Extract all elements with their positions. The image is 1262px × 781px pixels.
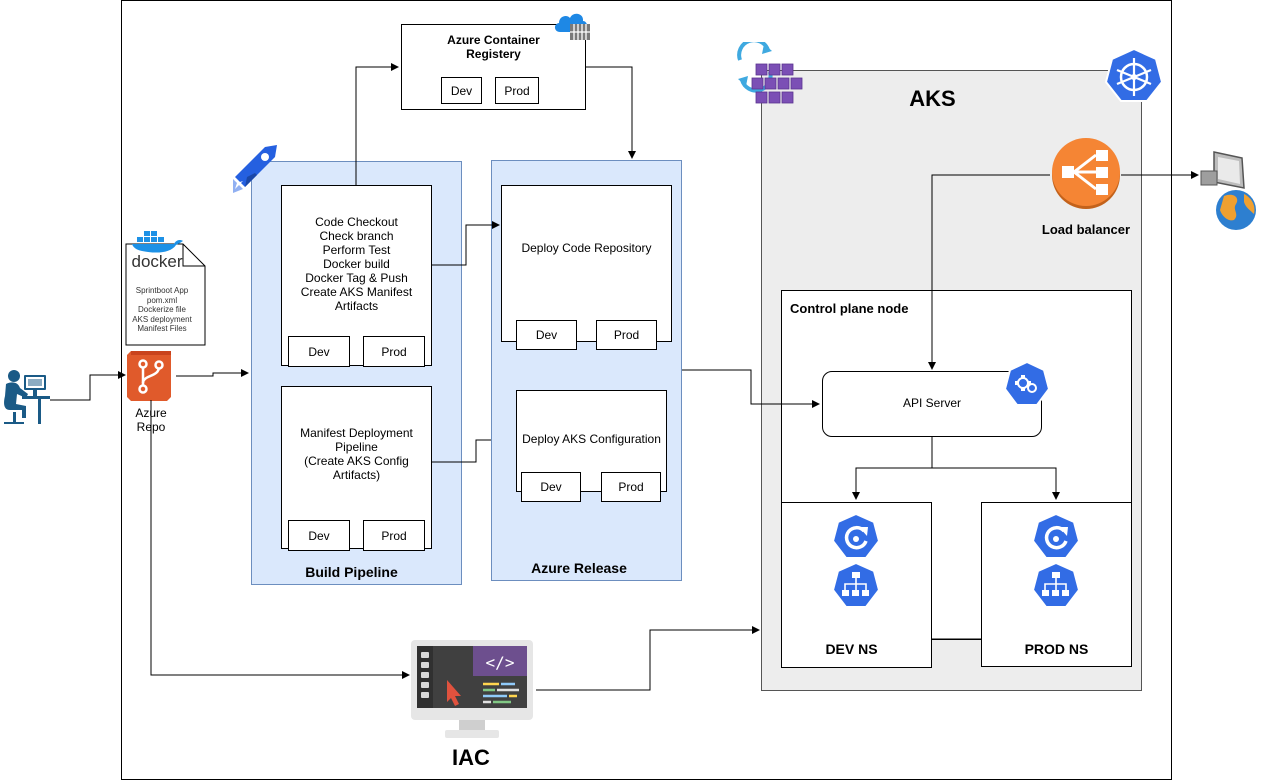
release-code-prod[interactable]: Prod xyxy=(596,320,657,350)
release-aks-prod[interactable]: Prod xyxy=(601,472,661,502)
kubernetes-icon xyxy=(1105,48,1163,102)
build-pipeline-title: Build Pipeline xyxy=(305,564,398,580)
docker-logo-text: docker xyxy=(131,252,183,271)
aks-title: AKS xyxy=(909,86,956,111)
build-manifest-dev[interactable]: Dev xyxy=(288,520,350,551)
azure-release-title: Azure Release xyxy=(531,560,627,576)
developer-icon xyxy=(4,370,50,424)
release-aks-dev[interactable]: Dev xyxy=(521,472,581,502)
container-registry-icon xyxy=(554,13,590,40)
dev-ns-label: DEV NS xyxy=(825,641,878,657)
dev-deployment-icon xyxy=(832,513,880,559)
api-server[interactable] xyxy=(822,371,1042,437)
aks-service-icon xyxy=(737,42,803,104)
build-stage-ci[interactable] xyxy=(281,185,432,366)
iac-code-glyph: </> xyxy=(485,653,515,672)
prod-service-icon xyxy=(1032,562,1080,608)
registry-title: Azure Container Registery xyxy=(447,33,540,61)
api-server-label: API Server xyxy=(902,396,962,410)
build-ci-dev[interactable]: Dev xyxy=(288,336,350,367)
container-registry[interactable] xyxy=(401,24,586,110)
prod-deployment-icon xyxy=(1032,513,1080,559)
build-manifest-prod[interactable]: Prod xyxy=(363,520,425,551)
build-ci-prod[interactable]: Prod xyxy=(363,336,425,367)
iac-label: IAC xyxy=(452,745,490,770)
control-plane-label: Control plane node xyxy=(790,301,909,316)
release-stage-code[interactable] xyxy=(501,185,672,342)
dev-service-icon xyxy=(832,562,880,608)
registry-prod[interactable]: Prod xyxy=(495,77,539,104)
build-stage-manifest-text: Manifest Deployment Pipeline (Create AKS… xyxy=(300,426,413,482)
release-stage-code-text: Deploy Code Repository xyxy=(521,241,652,255)
azure-pipelines-icon xyxy=(233,145,277,193)
release-code-dev[interactable]: Dev xyxy=(516,320,577,350)
prod-ns-label: PROD NS xyxy=(1024,641,1089,657)
internet-globe-icon xyxy=(1200,151,1256,230)
registry-dev[interactable]: Dev xyxy=(441,77,482,104)
docker-files-text: Sprintboot App pom.xml Dockerize file AK… xyxy=(132,286,192,333)
iac-monitor-icon[interactable] xyxy=(411,640,535,740)
load-balancer-label: Load balancer xyxy=(1041,222,1131,237)
api-server-icon xyxy=(1003,361,1051,406)
docker-whale-icon xyxy=(132,231,183,253)
diagram-frame xyxy=(121,0,1172,780)
release-stage-aks-config-text: Deploy AKS Configuration xyxy=(522,432,661,446)
azure-repo-icon[interactable] xyxy=(127,351,175,401)
load-balancer-icon[interactable] xyxy=(1050,138,1122,210)
build-stage-ci-text: Code Checkout Check branch Perform Test … xyxy=(300,215,413,313)
